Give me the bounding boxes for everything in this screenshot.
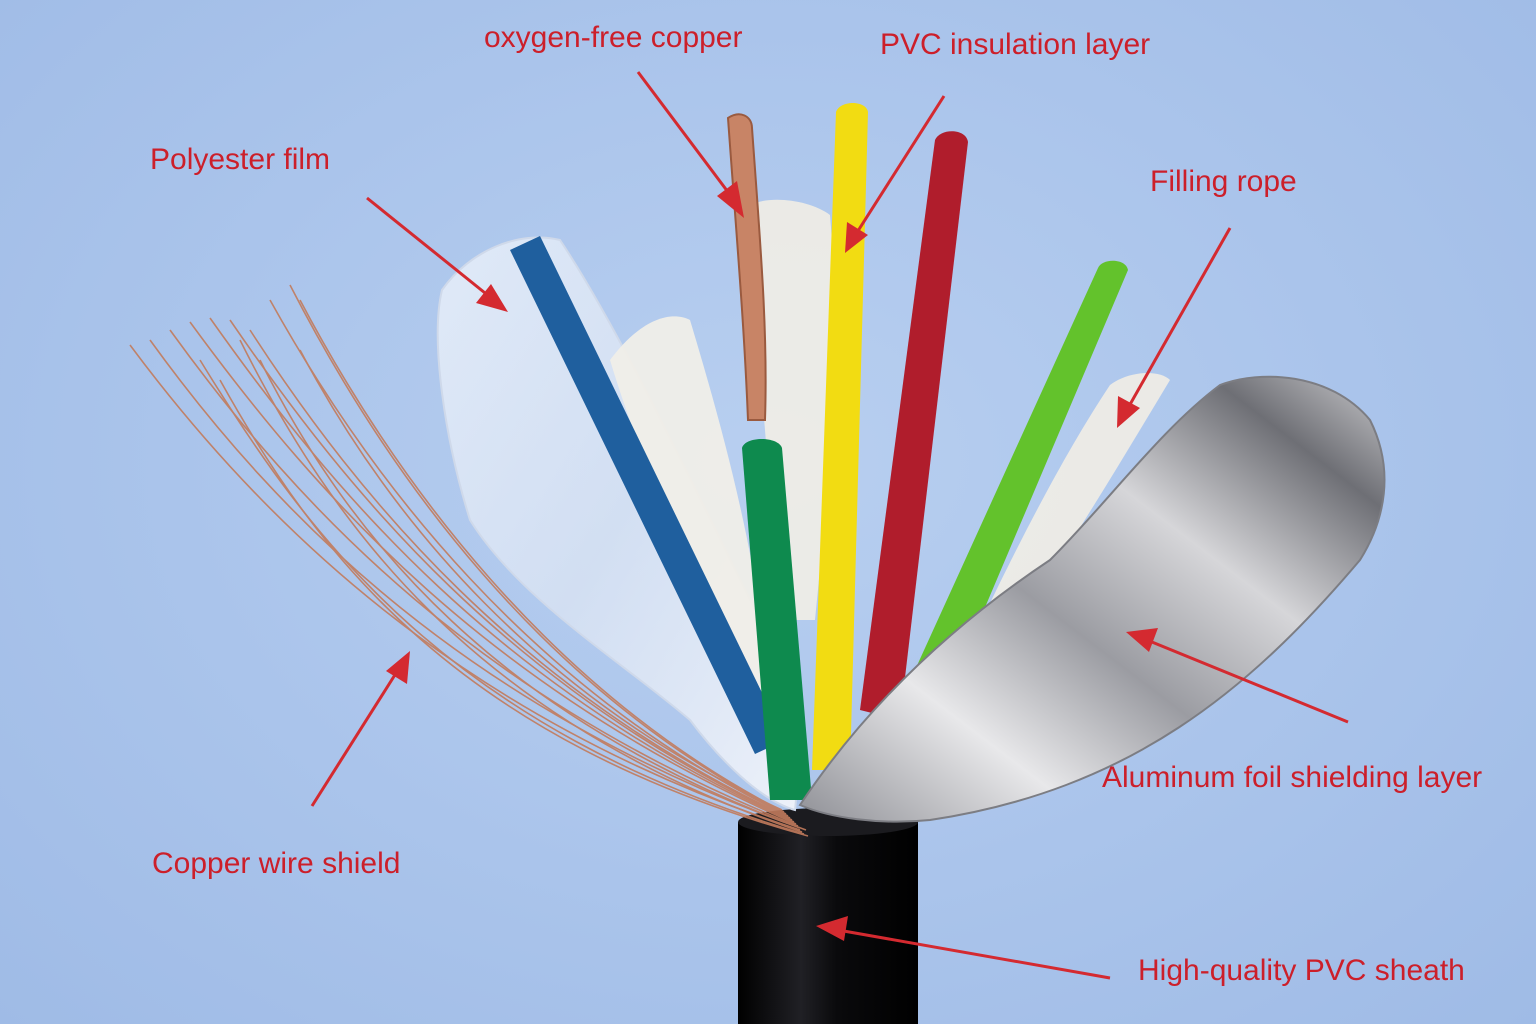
polyester-film <box>436 236 798 812</box>
aluminum-foil-shield <box>798 375 1386 823</box>
label-oxygen-free-copper: oxygen-free copper <box>484 21 743 54</box>
core-dark-green <box>742 439 812 800</box>
label-filling-rope: Filling rope <box>1150 165 1297 198</box>
arrow-copper-wire-shield <box>310 651 410 807</box>
arrow-aluminum-foil <box>1126 628 1349 724</box>
label-polyester-film: Polyester film <box>150 143 331 176</box>
arrow-filling-rope <box>1117 227 1232 428</box>
oxygen-free-copper <box>726 113 767 421</box>
arrow-oxygen-free-copper <box>636 71 744 218</box>
core-red <box>860 131 968 720</box>
label-pvc-insulation-layer: PVC insulation layer <box>880 28 1151 61</box>
arrow-polyester-film <box>366 196 508 312</box>
pvc-sheath <box>738 808 918 1024</box>
filler-rope-center <box>750 199 835 620</box>
arrow-pvc-sheath <box>816 916 1111 980</box>
arrow-pvc-insulation <box>845 95 946 253</box>
filler-rope-left <box>610 316 770 700</box>
label-high-quality-pvc-sheath: High-quality PVC sheath <box>1138 954 1465 987</box>
core-light-green <box>915 260 1128 690</box>
copper-wire-shield <box>129 284 809 837</box>
core-yellow <box>812 103 868 770</box>
label-aluminum-foil-shielding-layer: Aluminum foil shielding layer <box>1102 761 1483 794</box>
label-copper-wire-shield: Copper wire shield <box>152 847 401 880</box>
core-blue <box>510 236 785 754</box>
